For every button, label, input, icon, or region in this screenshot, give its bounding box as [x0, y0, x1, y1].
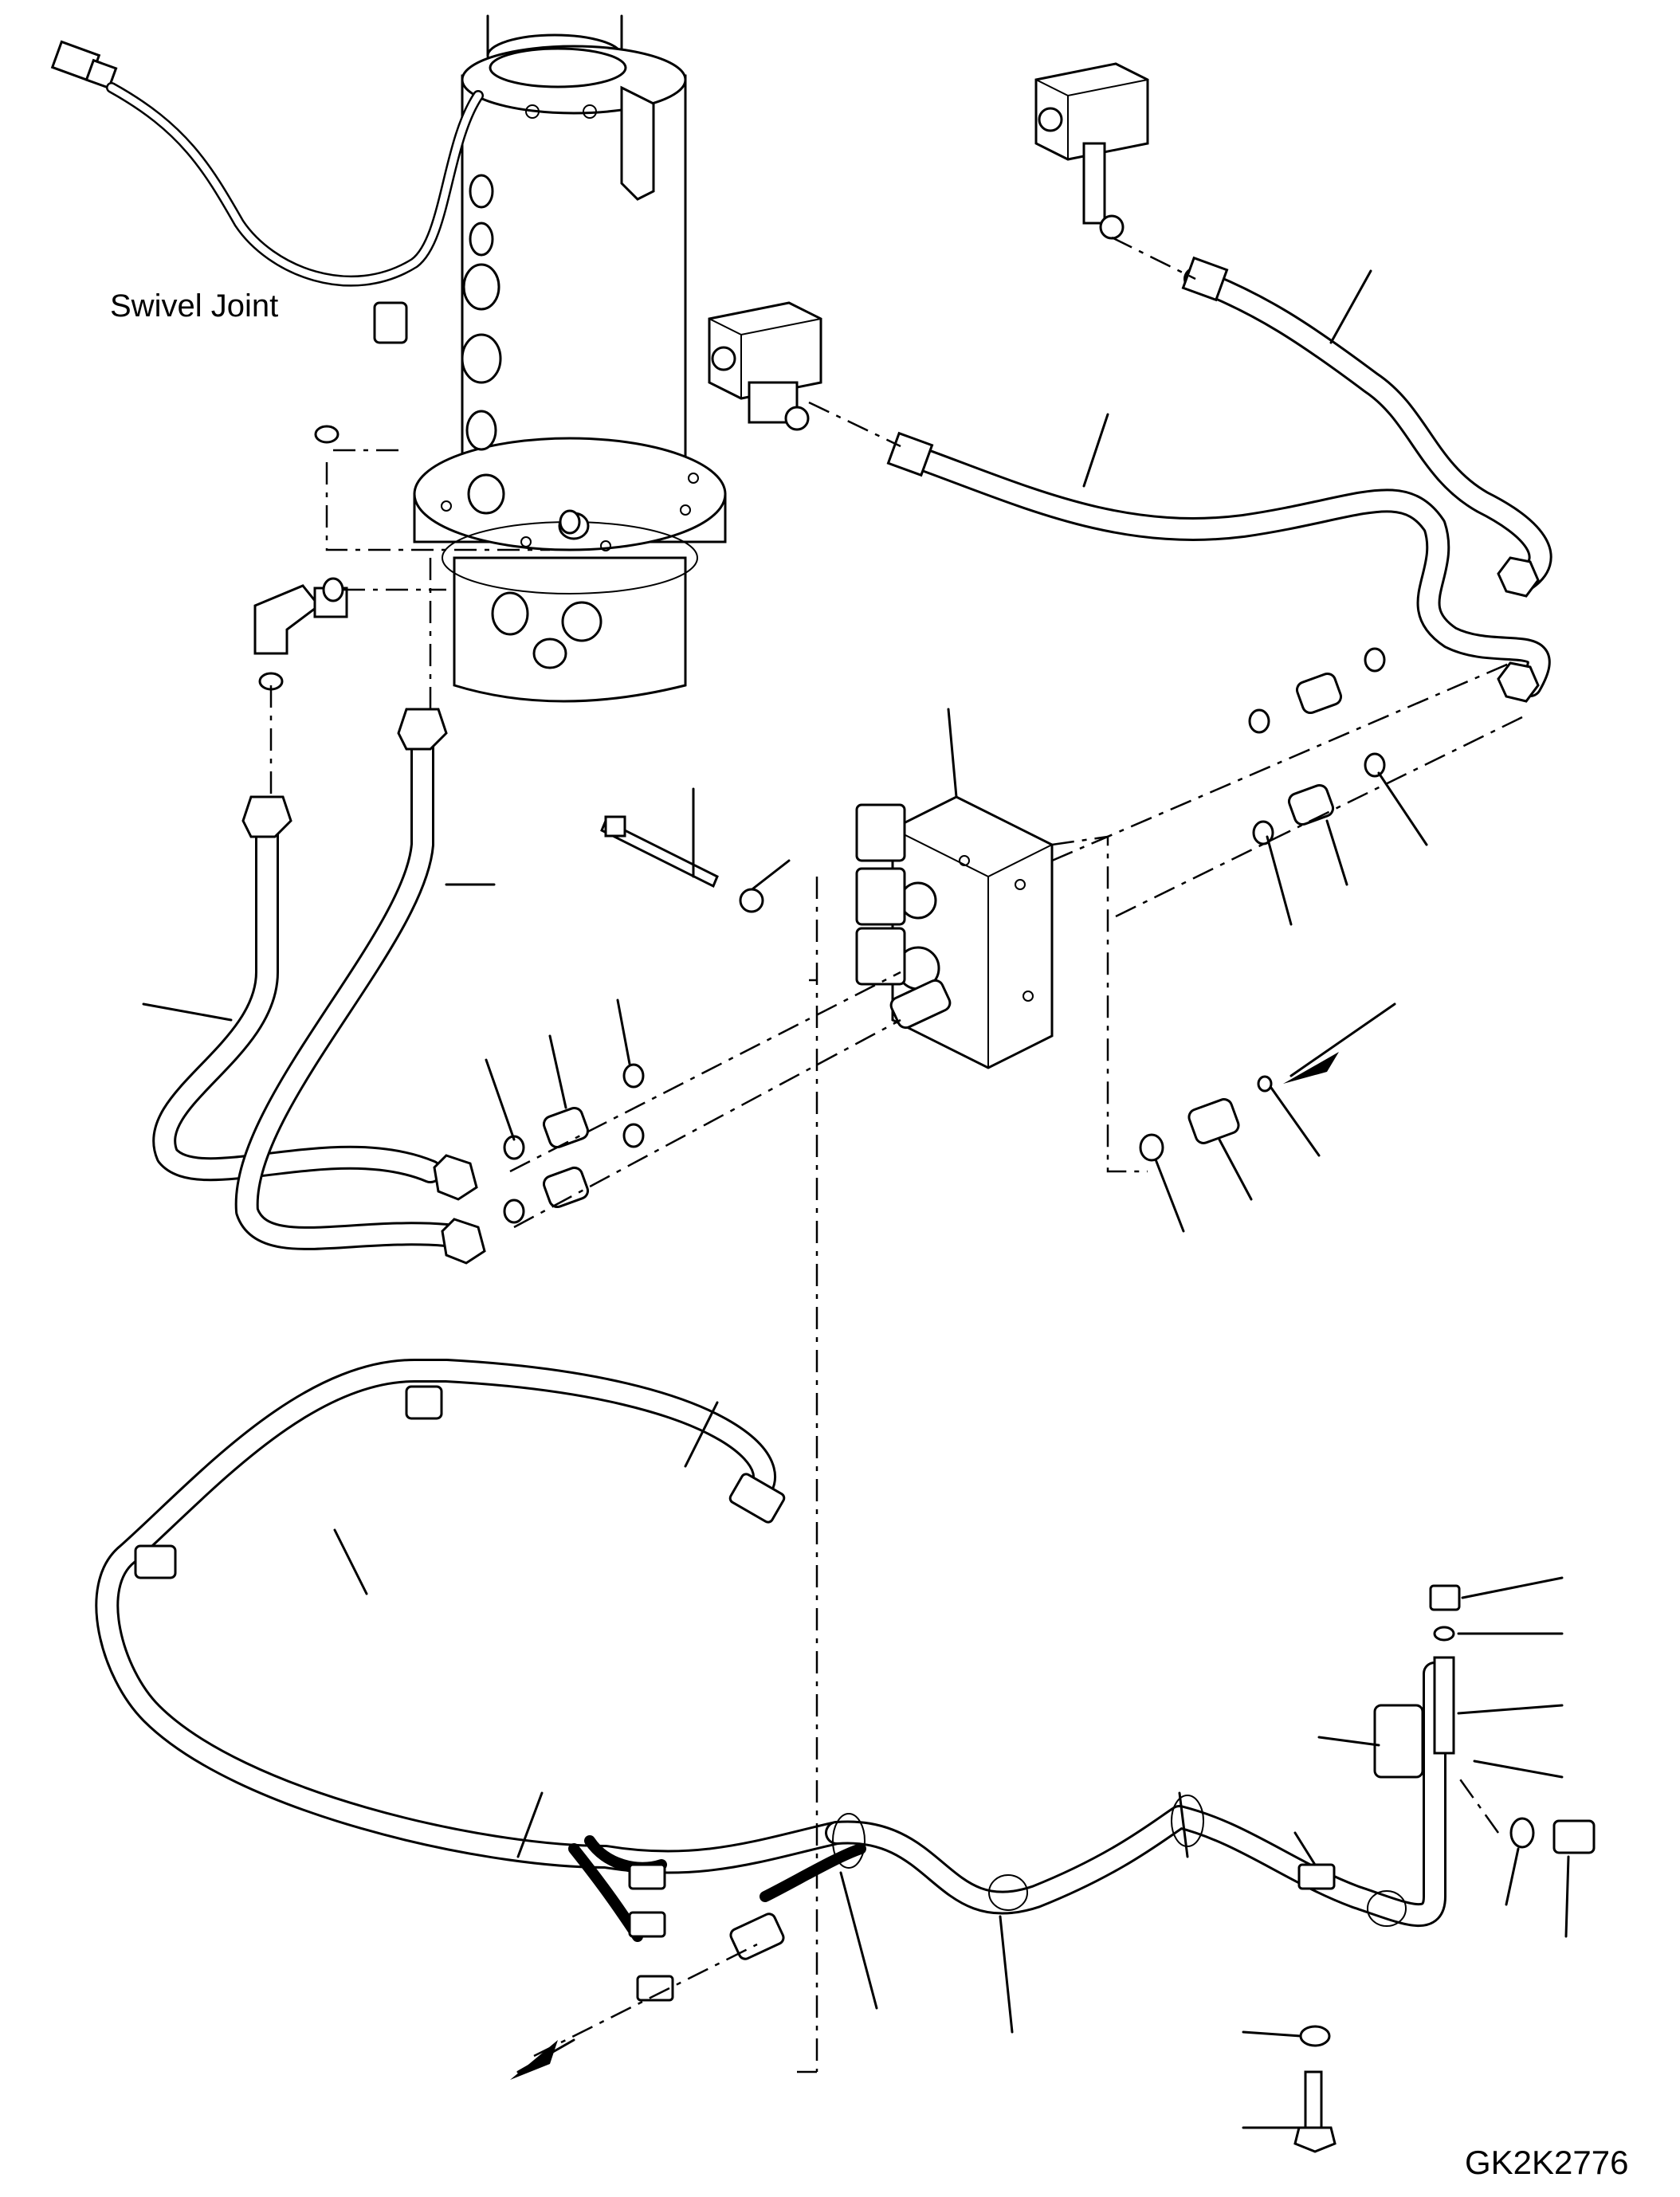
- solenoid-valve-middle: [708, 301, 822, 431]
- phantom-lines: [269, 236, 1523, 2073]
- leader-lines: [142, 269, 1570, 2129]
- upper-hose-assemblies: [886, 256, 1552, 703]
- lower-wiring-harness: [95, 1359, 1446, 2002]
- direction-arrows: [510, 1002, 1396, 2080]
- bolt-and-washer: [600, 815, 764, 913]
- adapters-and-orings: [258, 301, 1386, 1224]
- solenoid-valve-upper: [1034, 62, 1149, 240]
- pressure-sensor-assembly: [1373, 1584, 1596, 1854]
- swivel-joint: [413, 14, 727, 703]
- swivel-joint-label: Swivel Joint: [110, 288, 279, 324]
- clamp-bolt-and-washer: [1293, 2025, 1337, 2153]
- drawing-code-label: GK2K2776: [1465, 2144, 1629, 2181]
- swivel-sensor-harness: [50, 40, 484, 287]
- valve-block: [855, 795, 1054, 1069]
- left-hose-assemblies: [152, 708, 486, 1265]
